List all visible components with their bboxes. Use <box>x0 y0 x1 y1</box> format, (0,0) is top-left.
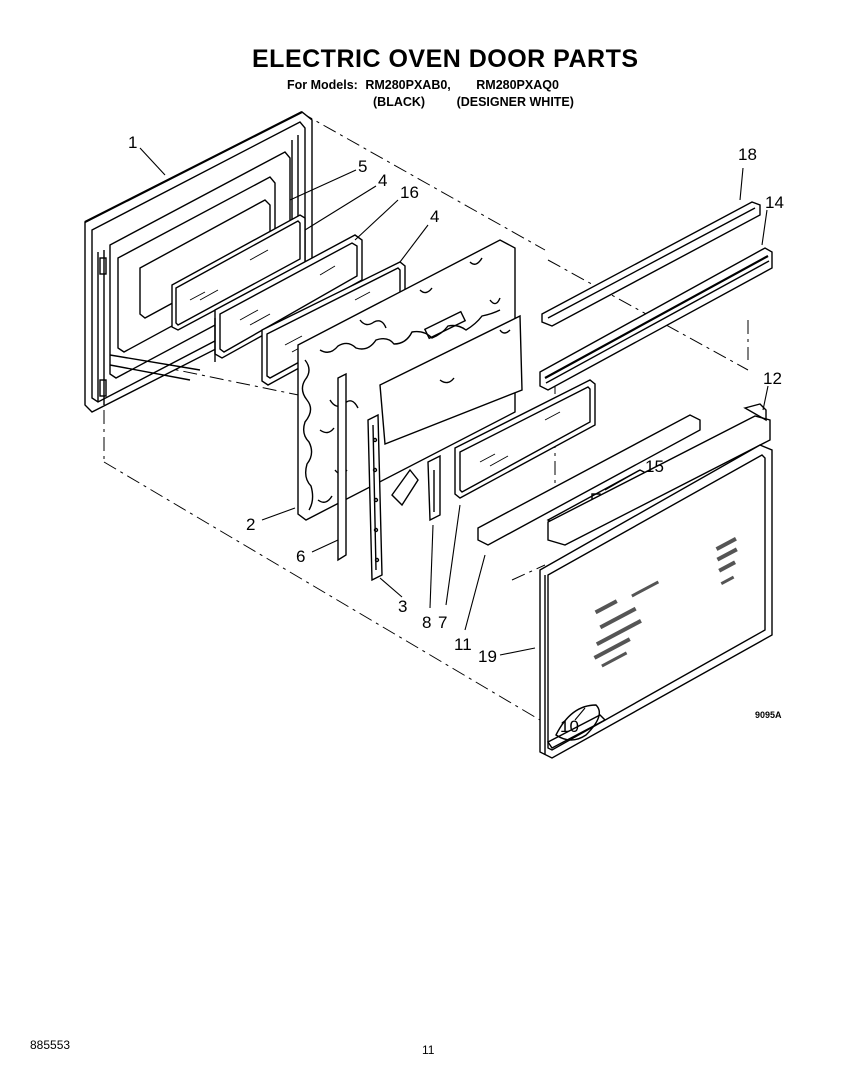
part-7-outer-glass <box>454 379 596 499</box>
part-3-hinge-channel <box>367 413 383 582</box>
callout-4-a: 4 <box>378 171 387 190</box>
callout-19: 19 <box>478 647 497 666</box>
part-12-door-top-handle <box>547 403 771 546</box>
model-number-2: RM280PXAQ0 <box>476 78 559 92</box>
callout-14: 14 <box>765 193 784 212</box>
part-14-vent-strip <box>539 247 773 391</box>
models-prefix: For Models: <box>287 78 358 92</box>
drawing-code: 9095A <box>755 710 782 720</box>
callout-10: 10 <box>560 717 579 736</box>
model-variants: (BLACK) (DESIGNER WHITE) <box>373 95 574 109</box>
panel-shading <box>593 537 738 668</box>
callout-15: 15 <box>645 457 664 476</box>
callout-8: 8 <box>422 613 431 632</box>
callout-5: 5 <box>358 157 367 176</box>
part-19-outer-door-panel <box>539 444 773 759</box>
model-numbers: For Models: RM280PXAB0, RM280PXAQ0 <box>287 78 559 92</box>
callout-7: 7 <box>438 613 447 632</box>
part-6-side-trim <box>337 372 347 562</box>
callout-6: 6 <box>296 547 305 566</box>
part-2-insulation <box>297 239 523 521</box>
callout-labels: 1 5 4 16 4 18 14 12 15 2 6 3 8 7 11 19 1… <box>128 133 784 736</box>
callout-1: 1 <box>128 133 137 152</box>
page-title: ELECTRIC OVEN DOOR PARTS <box>252 45 639 73</box>
document-number: 885553 <box>30 1038 71 1052</box>
callout-11: 11 <box>454 635 472 654</box>
part-11-shield <box>477 414 701 546</box>
variant-black: (BLACK) <box>373 95 426 109</box>
callout-12: 12 <box>763 369 782 388</box>
callout-4-b: 4 <box>430 207 439 226</box>
leader-lines <box>139 147 769 721</box>
callout-16: 16 <box>400 183 419 202</box>
page-number: 11 <box>422 1043 435 1057</box>
model-number-1: RM280PXAB0, <box>365 78 451 92</box>
part-8-bracket <box>391 454 441 522</box>
callout-18: 18 <box>738 145 757 164</box>
part-18-top-trim <box>541 201 761 327</box>
variant-designer-white: (DESIGNER WHITE) <box>456 95 574 109</box>
callout-2: 2 <box>246 515 255 534</box>
callout-3: 3 <box>398 597 407 616</box>
